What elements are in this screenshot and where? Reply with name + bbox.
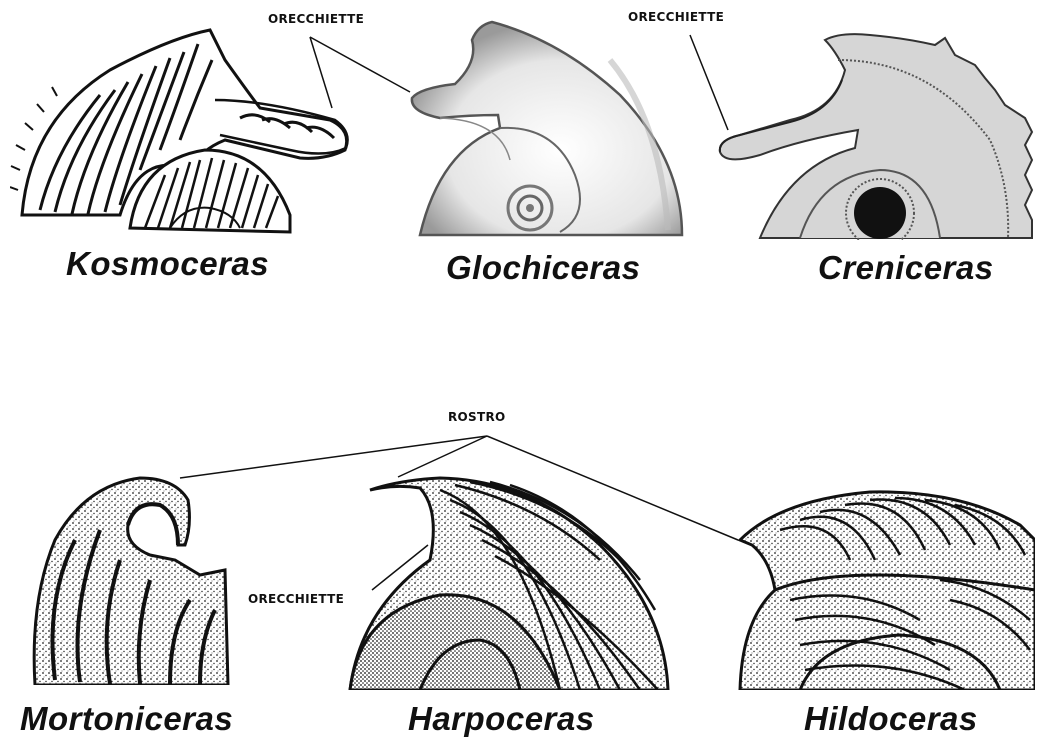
species-label-harpoceras: Harpoceras <box>408 700 595 738</box>
creniceras-illustration <box>720 34 1032 247</box>
callout-orecchiette-top-right: ORECCHIETTE <box>628 10 724 24</box>
mortoniceras-illustration <box>34 478 228 685</box>
species-label-kosmoceras: Kosmoceras <box>66 245 269 283</box>
callout-rostro: ROSTRO <box>448 410 506 424</box>
callout-orecchiette-bottom: ORECCHIETTE <box>248 592 344 606</box>
species-label-creniceras: Creniceras <box>818 249 994 287</box>
species-label-mortoniceras: Mortoniceras <box>20 700 233 738</box>
leader-orecchiette-to-creniceras <box>690 35 728 130</box>
kosmoceras-illustration <box>10 30 348 232</box>
callout-orecchiette-top-left: ORECCHIETTE <box>268 12 364 26</box>
glochiceras-illustration <box>412 22 682 235</box>
species-label-hildoceras: Hildoceras <box>804 700 978 738</box>
hildoceras-illustration <box>740 492 1035 690</box>
species-label-glochiceras: Glochiceras <box>446 249 640 287</box>
harpoceras-illustration <box>350 478 668 690</box>
